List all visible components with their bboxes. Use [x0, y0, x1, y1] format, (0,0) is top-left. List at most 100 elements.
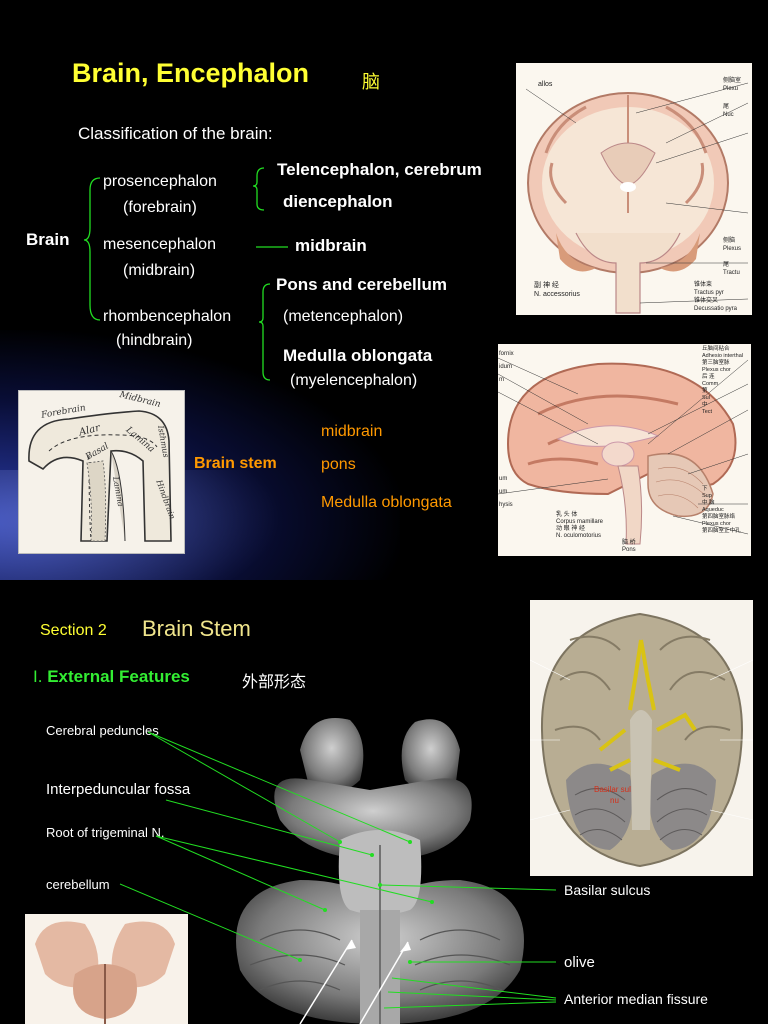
- leader-anterior-median-fissure: [383, 977, 557, 1009]
- leader-cerebral-peduncles: [147, 731, 411, 843]
- leader-dot-7: [378, 883, 382, 887]
- part-pons-cerebellum: Pons and cerebellum: [276, 275, 447, 294]
- brainstem-label: Brain stem: [194, 455, 277, 472]
- division-mesencephalon: mesencephalon: [103, 236, 216, 253]
- brainstem-part-medulla: Medulla oblongata: [321, 494, 452, 511]
- sagittal-label-r7: Sul: [702, 395, 710, 401]
- coronal-brain-figure: allos 侧脑室 Plexu 尾 Nuc 侧脑 Plexus 尾 Tractu…: [516, 63, 752, 315]
- sagittal-label-r4: 后 连: [702, 374, 715, 380]
- sagittal-label-r14: 第四脑室脉络: [702, 514, 736, 520]
- sagittal-label-r3: Plexus chor: [702, 367, 731, 373]
- sagittal-bottom-label-2: 动 眼 神 经: [556, 526, 586, 532]
- sagittal-bottom-label-0: 乳 头 体: [556, 512, 578, 518]
- coronal-label-r1: Plexu: [723, 86, 739, 92]
- sagittal-label-r9: Tect: [702, 409, 713, 415]
- slide-title: Brain, Encephalon: [72, 58, 309, 89]
- coronal-labels-bottom-right: 锥体束 Tractus pyr 锥体交叉 Decussatio pyra: [694, 281, 737, 313]
- sagittal-label-r0: 丘脑间粘合: [702, 346, 730, 352]
- coronal-label-r6: 尾: [723, 262, 730, 268]
- leader-interpeduncular-fossa: [165, 799, 373, 856]
- sagittal-bottom-label-4: 脑 桥: [622, 540, 636, 546]
- sagittal-label-l1: idum: [499, 364, 513, 370]
- leader-cerebellum: [119, 883, 301, 961]
- leader-dot-6: [298, 958, 302, 962]
- small-specimen-photo: [25, 914, 188, 1024]
- white-arrow-right: [359, 941, 409, 1024]
- sagittal-label-r13: Aqueduc: [702, 507, 724, 513]
- leader-dot-8: [408, 960, 412, 964]
- coronal-label-r4: 侧脑: [723, 238, 736, 244]
- sagittal-bottom-label-1: Corpus mamillare: [556, 519, 604, 525]
- coronal-label-left: allos: [538, 81, 553, 88]
- leader-root-trigeminal: [155, 835, 433, 911]
- sagittal-labels-right: 丘脑间粘合 Adhesio interthal 第三脑室脉 Plexus cho…: [702, 346, 751, 535]
- section-label: Section 2: [40, 622, 107, 639]
- leader-lines: [119, 731, 557, 1024]
- sagittal-labels-bottom: 乳 头 体 Corpus mamillare 动 眼 神 经 N. oculom…: [556, 512, 603, 540]
- coronal-label-r2: 尾: [723, 104, 730, 110]
- coronal-brain-drawing: [525, 82, 749, 314]
- white-arrowhead-left: [345, 940, 356, 950]
- sagittal-labels-pons: 脑 桥 Pons: [622, 540, 636, 554]
- sagittal-label-r6: 第: [702, 388, 708, 394]
- label-olive: olive: [564, 954, 595, 971]
- heading-roman: I.: [33, 667, 43, 686]
- part-diencephalon: diencephalon: [283, 192, 393, 211]
- sagittal-label-r12: 中 脑: [702, 500, 715, 506]
- coronal-label-r3: Nuc: [723, 112, 734, 118]
- division-rhombencephalon-alt: (hindbrain): [116, 332, 193, 349]
- coronal-label-r8: 锥体束: [694, 282, 713, 288]
- leader-dot-1: [338, 840, 342, 844]
- coronal-label-r10: 锥体交叉: [694, 298, 719, 304]
- brainstem-part-pons: pons: [321, 456, 356, 473]
- division-rhombencephalon: rhombencephalon: [103, 308, 232, 325]
- division-prosencephalon: prosencephalon: [103, 173, 217, 190]
- brace-prosencephalon: [252, 167, 265, 211]
- sagittal-label-l2: m: [499, 377, 504, 383]
- label-root-trigeminal: Root of trigeminal N.: [46, 825, 165, 840]
- brainstem-part-midbrain: midbrain: [321, 423, 383, 440]
- coronal-bottom-label-1: N. accessorius: [534, 291, 580, 298]
- brace-rhombencephalon: [258, 283, 271, 381]
- sagittal-brain-drawing: [498, 357, 749, 545]
- classification-braces: [83, 167, 288, 381]
- basal-brain-photo: Basilar sul nu: [530, 600, 753, 876]
- label-anterior-median-fissure: Anterior median fissure: [564, 991, 708, 1007]
- basal-red-label-2: nu: [610, 796, 619, 805]
- sagittal-label-l4: um: [499, 489, 508, 495]
- part-metencephalon: (metencephalon): [283, 308, 404, 325]
- coronal-label-r5: Plexus: [723, 246, 742, 252]
- sagittal-labels-left: fornix idum m um um hysis: [499, 348, 514, 512]
- leader-dot-4: [323, 908, 327, 912]
- heading-text: External Features: [47, 667, 190, 686]
- external-features-heading: I. External Features: [33, 667, 190, 687]
- neural-tube-sketch: Forebrain Midbrain Alar Basal Lamina Ist…: [18, 390, 185, 554]
- brain-root-label: Brain: [26, 230, 70, 249]
- sagittal-bottom-label-3: N. oculomotorius: [556, 533, 602, 539]
- sagittal-label-r15: Plexus chor: [702, 521, 731, 527]
- division-prosencephalon-alt: (forebrain): [123, 199, 197, 216]
- coronal-labels-right: 侧脑室 Plexu 尾 Nuc 侧脑 Plexus 尾 Tractu: [723, 77, 752, 277]
- division-mesencephalon-alt: (midbrain): [123, 262, 196, 279]
- sagittal-label-l5: hysis: [499, 502, 513, 508]
- sagittal-label-l3: um: [499, 476, 508, 482]
- slide-brain-stem: Section 2 Brain Stem I. External Feature…: [0, 580, 768, 1024]
- white-arrow-left: [299, 939, 353, 1024]
- label-interpeduncular-fossa: Interpeduncular fossa: [46, 781, 191, 798]
- section-title: Brain Stem: [142, 616, 251, 641]
- white-arrowhead-right: [400, 942, 411, 952]
- coronal-bottom-label-0: 副 神 经: [534, 282, 559, 289]
- sagittal-brain-figure: fornix idum m um um hysis 丘脑间粘合 Adhesio …: [498, 344, 751, 556]
- slide-brain-classification: Brain, Encephalon 脑 Classification of th…: [0, 58, 752, 580]
- leader-dot-3: [370, 853, 374, 857]
- classification-subtitle: Classification of the brain:: [78, 124, 273, 143]
- sagittal-bottom-label-5: Pons: [622, 547, 636, 553]
- coronal-label-r9: Tractus pyr: [694, 290, 724, 296]
- brace-brain: [83, 177, 101, 321]
- sagittal-label-r10: 下: [702, 486, 708, 492]
- label-cerebellum: cerebellum: [46, 877, 110, 892]
- sagittal-label-r11: Sup: [702, 493, 712, 499]
- coronal-label-r7: Tractu: [723, 270, 740, 276]
- leader-dot-2: [408, 840, 412, 844]
- sagittal-label-r5: Comm: [702, 381, 719, 387]
